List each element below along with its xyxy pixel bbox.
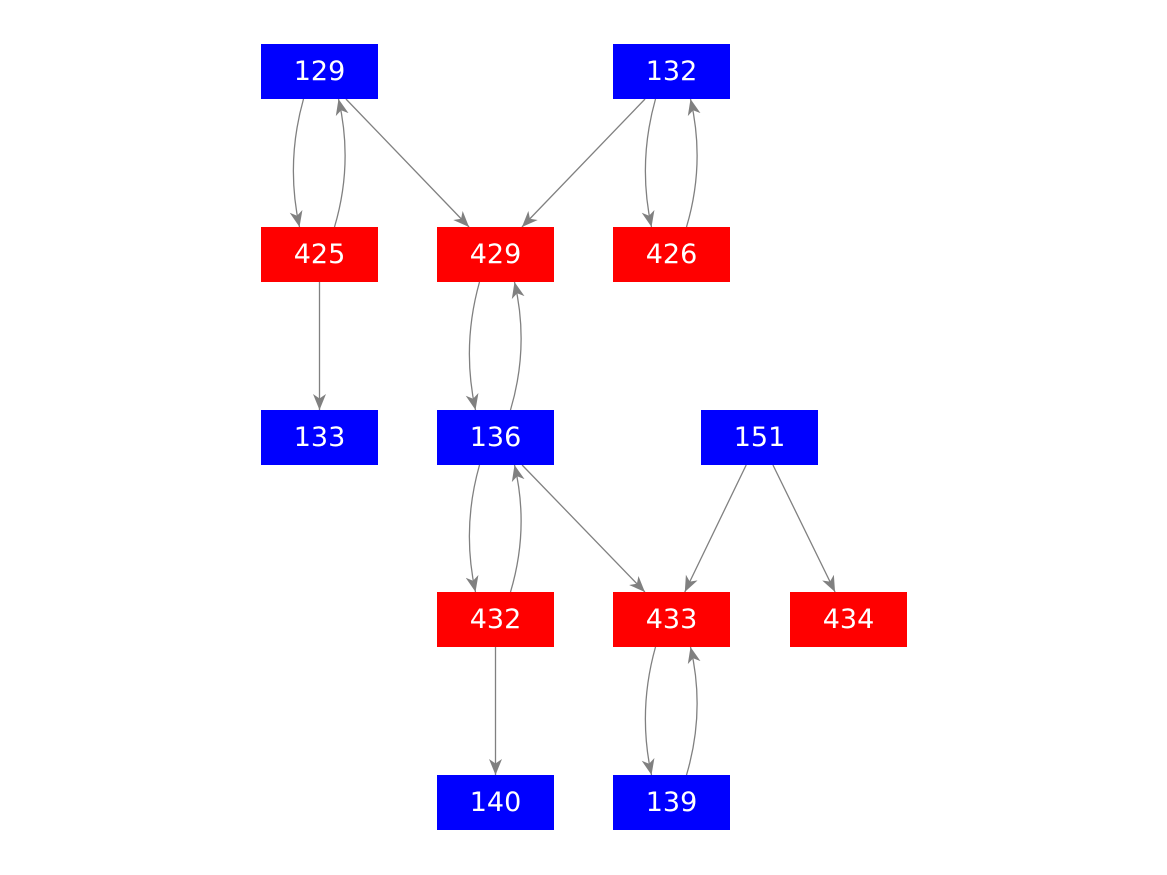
edge-425-129 — [333, 98, 349, 228]
node-label: 129 — [293, 56, 346, 87]
edge-129-425 — [289, 98, 305, 228]
node-136: 136 — [437, 410, 554, 465]
node-label: 433 — [645, 604, 698, 635]
node-432: 432 — [437, 592, 554, 647]
edge-132-426 — [641, 98, 657, 228]
edge-132-429 — [521, 98, 646, 228]
node-label: 151 — [733, 422, 786, 453]
node-label: 426 — [645, 239, 698, 270]
edge-433-139 — [641, 646, 657, 776]
node-133: 133 — [261, 410, 378, 465]
node-139: 139 — [613, 775, 730, 830]
node-label: 434 — [822, 604, 875, 635]
edge-139-433 — [685, 646, 701, 776]
node-label: 432 — [469, 604, 522, 635]
edge-429-136 — [465, 281, 481, 411]
edge-432-136 — [509, 464, 525, 593]
node-label: 133 — [293, 422, 346, 453]
node-label: 139 — [645, 787, 698, 818]
node-label: 136 — [469, 422, 522, 453]
edge-136-429 — [509, 281, 525, 411]
node-151: 151 — [701, 410, 818, 465]
node-426: 426 — [613, 227, 730, 282]
node-434: 434 — [790, 592, 907, 647]
edge-426-132 — [685, 98, 701, 228]
edge-136-433 — [521, 464, 646, 593]
edge-129-429 — [345, 98, 470, 228]
node-425: 425 — [261, 227, 378, 282]
node-label: 140 — [469, 787, 522, 818]
node-140: 140 — [437, 775, 554, 830]
node-129: 129 — [261, 44, 378, 99]
edge-151-433 — [684, 464, 747, 593]
node-132: 132 — [613, 44, 730, 99]
node-label: 132 — [645, 56, 698, 87]
edge-151-434 — [772, 464, 836, 593]
node-433: 433 — [613, 592, 730, 647]
node-label: 425 — [293, 239, 346, 270]
node-429: 429 — [437, 227, 554, 282]
node-label: 429 — [469, 239, 522, 270]
edge-136-432 — [465, 464, 481, 593]
